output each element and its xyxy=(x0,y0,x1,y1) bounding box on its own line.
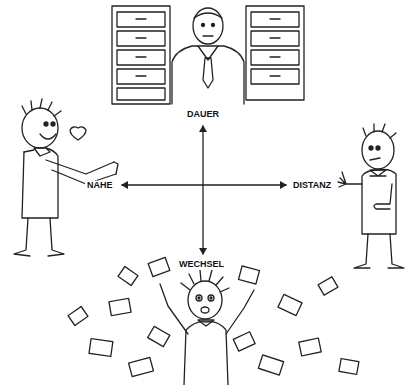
distant-figure xyxy=(338,124,404,268)
axis-label: DISTANZ xyxy=(291,180,333,191)
overwhelmed-figure xyxy=(68,257,359,385)
axis-label: NÄHE xyxy=(85,180,115,191)
friendly-figure xyxy=(14,99,118,256)
axis-label: DAUER xyxy=(185,109,221,120)
office-figure xyxy=(112,6,304,104)
vertical-axis xyxy=(202,126,203,254)
horizontal-axis xyxy=(122,184,286,185)
axis-label: WECHSEL xyxy=(177,259,226,270)
